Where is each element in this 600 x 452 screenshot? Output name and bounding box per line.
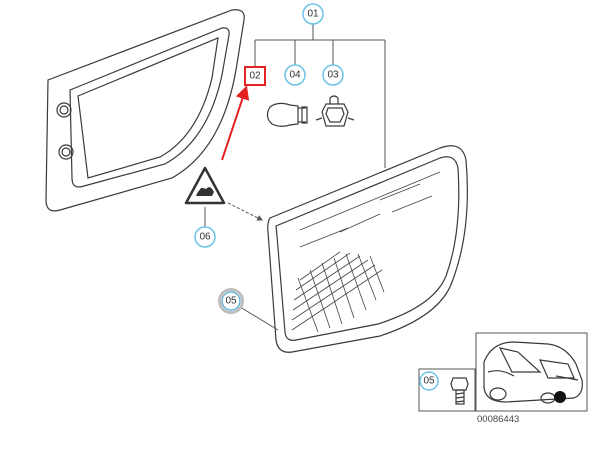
car-silhouette-icon[interactable] — [483, 341, 583, 404]
bolt-inset: 05 — [418, 368, 476, 412]
callout-bracket-01 — [254, 24, 386, 168]
callout-04-label: 04 — [289, 70, 301, 81]
car-inset — [475, 332, 588, 412]
callout-03[interactable]: 03 — [322, 64, 344, 86]
warning-triangle-icon[interactable] — [184, 166, 226, 205]
leader-05-main — [239, 306, 279, 331]
callout-05-inset[interactable]: 05 — [419, 371, 439, 391]
bulb-icon[interactable] — [266, 102, 308, 127]
lens-texture — [291, 171, 441, 333]
tail-light-lens[interactable] — [267, 145, 468, 353]
callout-05-inset-label: 05 — [423, 376, 435, 387]
leader-triangle-to-lens — [227, 202, 264, 221]
diagram-reference: 00086443 — [477, 414, 519, 425]
callout-02-label: 02 — [249, 71, 261, 82]
bulb-socket-icon[interactable] — [315, 95, 355, 127]
callout-01-label: 01 — [307, 9, 319, 20]
callout-06-label: 06 — [199, 232, 211, 243]
callout-01[interactable]: 01 — [302, 3, 324, 25]
callout-05-main-label: 05 — [225, 296, 237, 307]
gasket-frame[interactable] — [45, 9, 245, 212]
location-marker — [554, 391, 566, 403]
callout-02[interactable]: 02 — [244, 66, 266, 86]
callout-04[interactable]: 04 — [284, 64, 306, 86]
callout-05-main[interactable]: 05 — [218, 288, 244, 314]
callout-06[interactable]: 06 — [194, 226, 216, 248]
highlight-arrow — [221, 85, 250, 161]
header-fragment: ... — [40, 0, 53, 2]
bolt-icon[interactable] — [450, 377, 469, 405]
callout-03-label: 03 — [327, 70, 339, 81]
